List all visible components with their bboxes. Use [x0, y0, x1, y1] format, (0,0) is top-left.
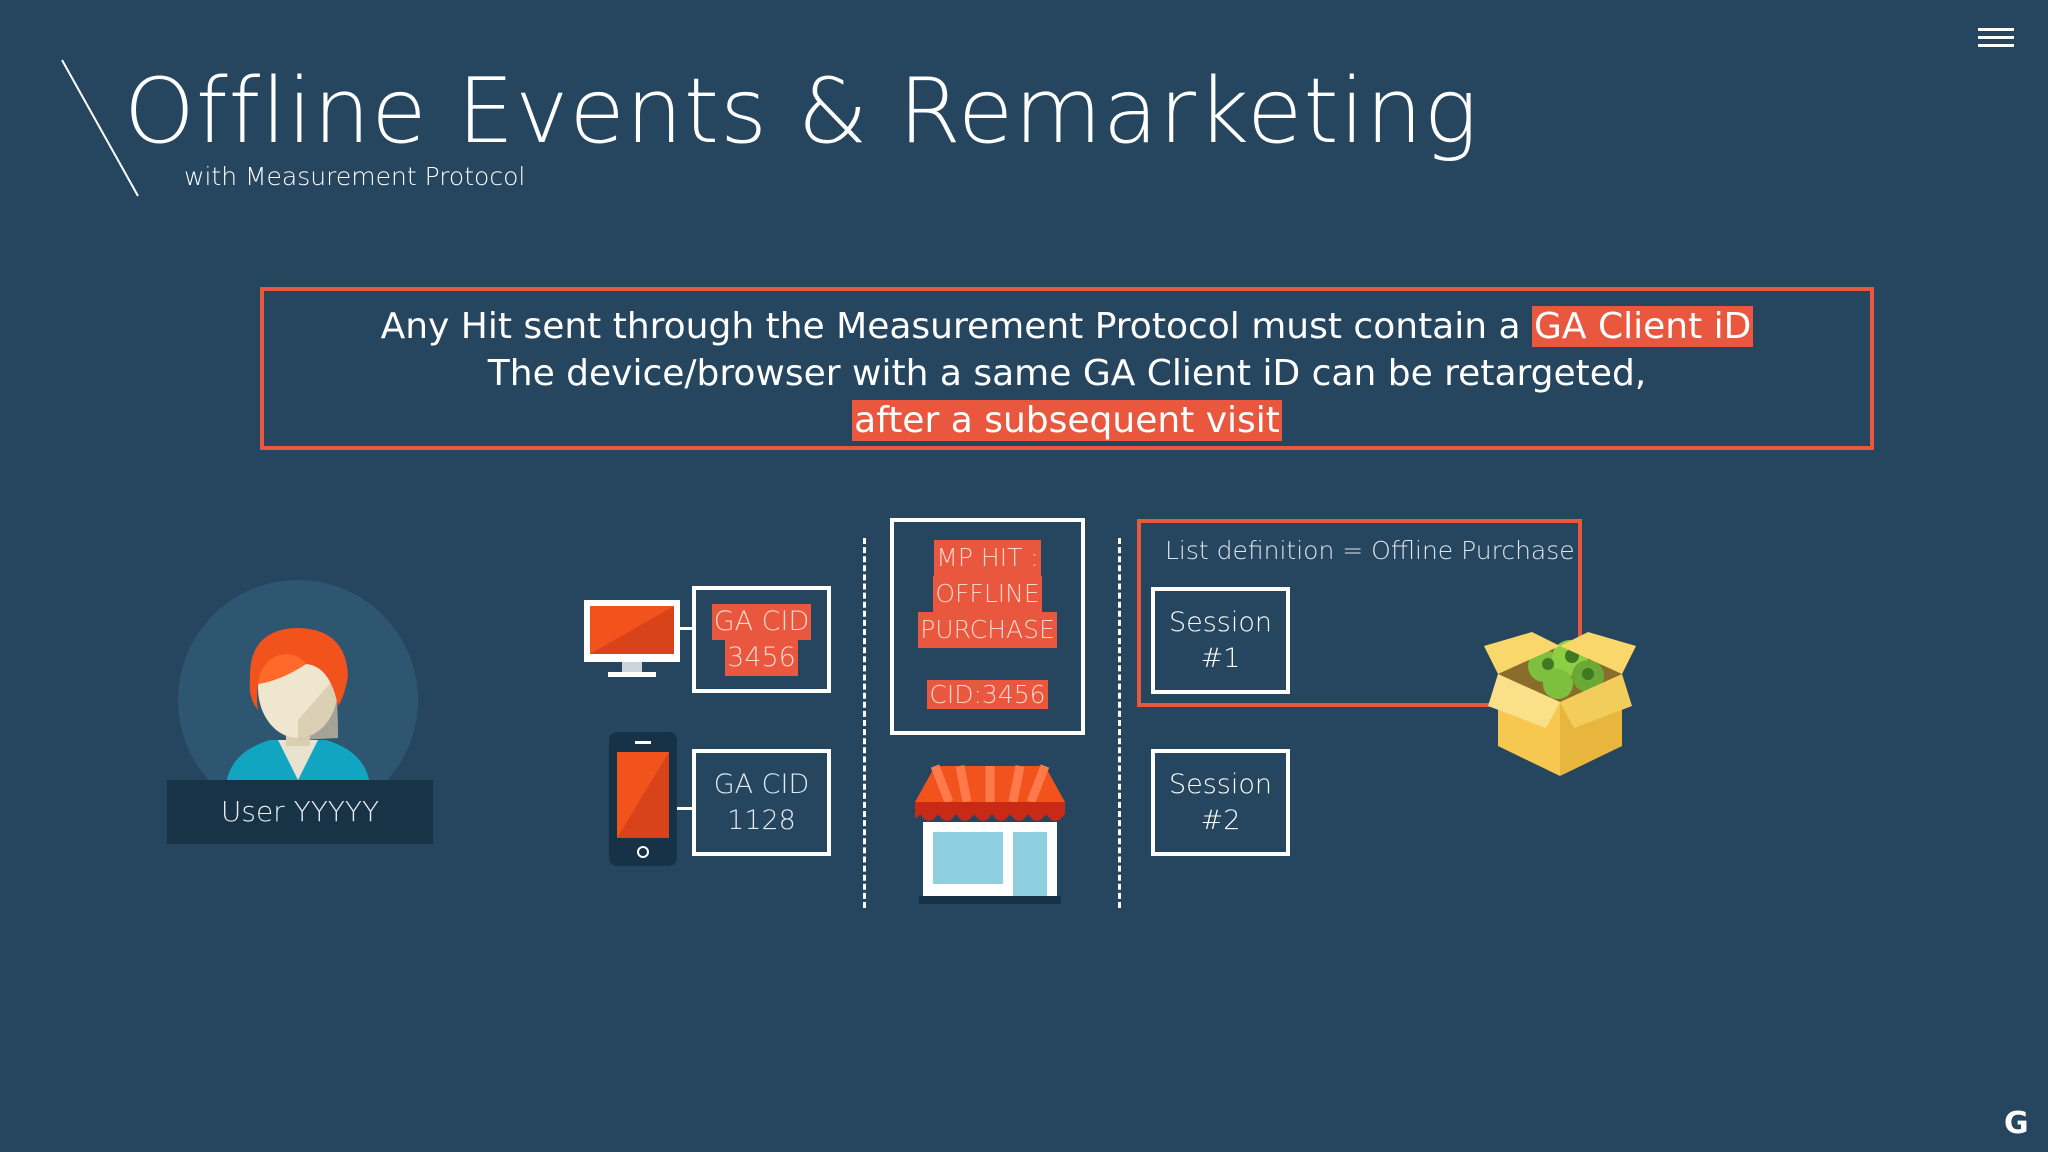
- session-1-box: Session #1: [1151, 587, 1290, 694]
- mobile-ga-cid-box: GA CID 1128: [692, 749, 831, 856]
- mp-hit-box: MP HIT : OFFLINE PURCHASE CID:3456: [890, 518, 1085, 735]
- mobile-phone-icon: [609, 732, 677, 866]
- desktop-connector: [680, 627, 694, 630]
- page-subtitle: with Measurement Protocol: [184, 162, 526, 191]
- session-2-box: Session #2: [1151, 749, 1290, 856]
- dashed-divider-left: [863, 538, 866, 908]
- hamburger-menu-icon[interactable]: [1978, 28, 2014, 48]
- store-icon: [915, 764, 1065, 904]
- mobile-connector: [677, 807, 693, 810]
- callout-line-1: Any Hit sent through the Measurement Pro…: [380, 306, 1754, 347]
- money-box-icon: [1484, 632, 1636, 776]
- brand-logo: G: [2004, 1106, 2029, 1141]
- title-slash-decoration: [61, 59, 139, 197]
- callout-box: Any Hit sent through the Measurement Pro…: [260, 287, 1874, 450]
- desktop-ga-cid-box: GA CID 3456: [692, 586, 831, 693]
- user-label: User YYYYY: [167, 780, 433, 844]
- desktop-computer-icon: [584, 600, 680, 677]
- list-definition-label: List definition = Offline Purchase: [1165, 536, 1575, 565]
- subsequent-visit-highlight: after a subsequent visit: [852, 400, 1282, 441]
- dashed-divider-right: [1118, 538, 1121, 908]
- client-id-highlight: GA Client iD: [1532, 306, 1754, 347]
- page-title: Offline Events & Remarketing: [124, 59, 1479, 164]
- list-definition-box: [1137, 519, 1582, 707]
- callout-line-2: The device/browser with a same GA Client…: [487, 353, 1647, 394]
- callout-line-3: after a subsequent visit: [264, 398, 1870, 444]
